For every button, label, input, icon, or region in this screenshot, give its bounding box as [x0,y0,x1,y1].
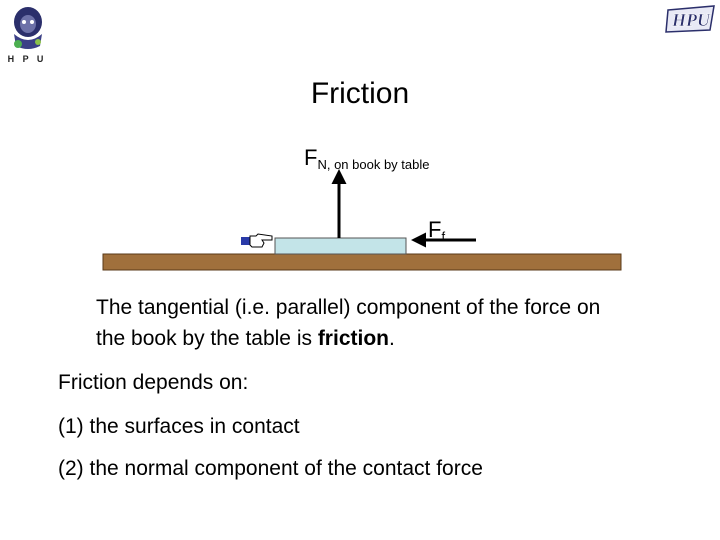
hpu-letters: H P U [7,54,47,64]
hpu-wordmark-text: HPU [671,10,711,30]
definition-text-end: . [388,327,395,350]
normal-force-label: FN, on book by table [304,146,429,177]
definition-bold-term: friction [317,327,389,350]
dependency-item-2: (2) the normal component of the contact … [58,457,483,480]
hpu-mascot-logo [14,7,42,49]
normal-force-subscript: N, on book by table [317,157,430,172]
friction-diagram [102,169,622,271]
slide-title: Friction [310,77,410,110]
friction-force-subscript: f [441,229,446,244]
depends-heading: Friction depends on: [58,371,249,394]
friction-force-symbol: F [428,217,442,242]
normal-force-symbol: F [304,145,318,170]
hpu-wordmark-logo: HPU [665,5,715,33]
book [274,237,407,255]
friction-force-label: Ff [428,218,445,249]
definition-text-start: The tangential (i.e. parallel) component… [96,296,601,350]
pointing-hand-icon [241,233,273,248]
table-surface [102,253,622,271]
friction-definition: The tangential (i.e. parallel) component… [96,292,616,354]
dependency-item-1: (1) the surfaces in contact [58,415,300,438]
